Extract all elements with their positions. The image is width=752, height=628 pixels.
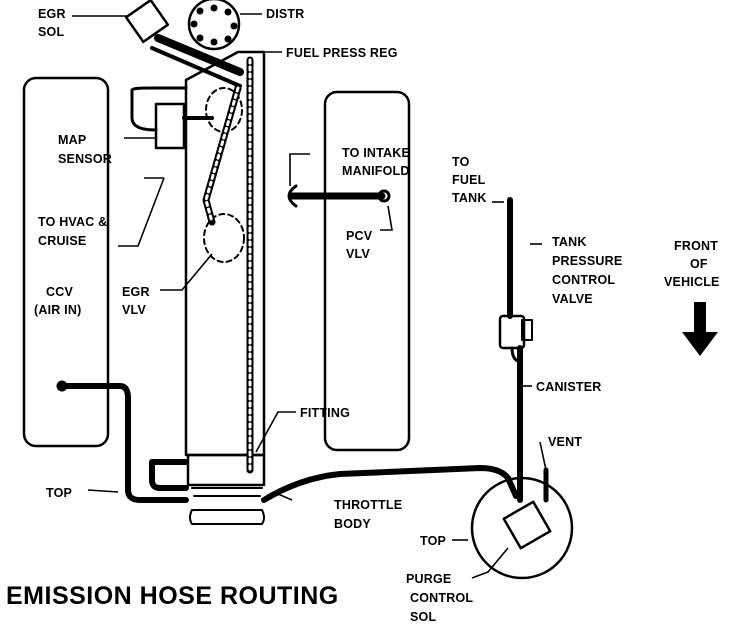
label-fitting: FITTING [300, 406, 350, 420]
hose-egr-sol [154, 34, 244, 76]
label-purge-1: PURGE [406, 572, 451, 586]
intake-plenum [184, 50, 266, 457]
label-top-canister: TOP [420, 534, 446, 548]
map-sensor [154, 102, 186, 150]
right-air-cleaner-box [323, 90, 411, 452]
map-sensor-bracket [130, 86, 188, 132]
label-to-fuel-tank-3: TANK [452, 191, 487, 205]
throttle-body [186, 453, 266, 487]
label-tank-pressure-3: CONTROL [552, 273, 615, 287]
label-tank-pressure-4: VALVE [552, 292, 593, 306]
purge-control-solenoid [502, 500, 552, 550]
label-front-2: OF [690, 257, 708, 271]
label-egr-vlv-2: VLV [122, 303, 146, 317]
label-canister: CANISTER [536, 380, 602, 394]
hose-canister [261, 465, 519, 503]
diagram-title: EMISSION HOSE ROUTING [6, 582, 339, 610]
label-pcv-vlv-1: PCV [346, 229, 373, 243]
egr-solenoid [124, 0, 170, 44]
distributor-cap [187, 0, 241, 51]
label-to-hvac-2: CRUISE [38, 234, 86, 248]
label-map-sensor-2: SENSOR [58, 152, 112, 166]
label-front-3: VEHICLE [664, 275, 720, 289]
label-throttle-body-2: BODY [334, 517, 371, 531]
left-air-cleaner-box [22, 76, 110, 448]
label-purge-2: CONTROL [410, 591, 473, 605]
label-fuel-press-reg: FUEL PRESS REG [286, 46, 398, 60]
label-pcv-vlv-2: VLV [346, 247, 370, 261]
label-egr-vlv-1: EGR [122, 285, 150, 299]
label-distr: DISTR [266, 7, 305, 21]
label-ccv-1: CCV [46, 285, 73, 299]
egr-valve [203, 213, 245, 263]
label-to-intake-2: MANIFOLD [342, 164, 410, 178]
hose-ccv [59, 383, 189, 503]
front-arrow-icon [682, 302, 718, 356]
label-top-left: TOP [46, 486, 72, 500]
label-throttle-body-1: THROTTLE [334, 498, 402, 512]
label-front-1: FRONT [674, 239, 718, 253]
label-egr-sol-2: SOL [38, 25, 64, 39]
label-to-fuel-tank-1: TO [452, 155, 470, 169]
label-to-intake-1: TO INTAKE [342, 146, 410, 160]
label-to-fuel-tank-2: FUEL [452, 173, 486, 187]
label-tank-pressure-1: TANK [552, 235, 587, 249]
label-egr-sol-1: EGR [38, 7, 66, 21]
tank-pressure-control-valve-cap [521, 319, 533, 341]
tank-pressure-control-valve [498, 314, 526, 350]
label-to-hvac-1: TO HVAC & [38, 215, 107, 229]
label-ccv-2: (AIR IN) [34, 303, 81, 317]
label-purge-3: SOL [410, 610, 436, 624]
label-map-sensor-1: MAP [58, 133, 86, 147]
label-vent: VENT [548, 435, 582, 449]
throttle-body-flange [189, 487, 265, 525]
label-tank-pressure-2: PRESSURE [552, 254, 622, 268]
